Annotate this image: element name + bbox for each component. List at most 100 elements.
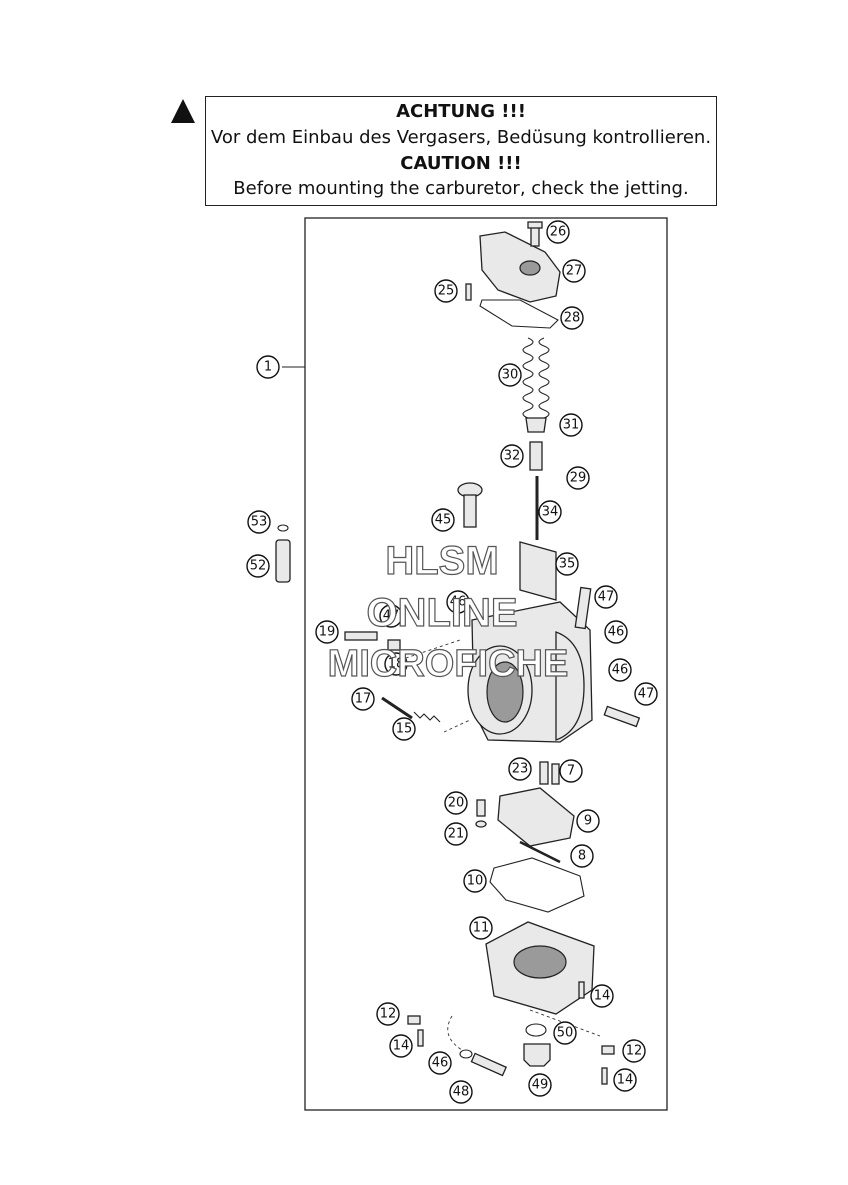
callout-number: 21 [448, 827, 465, 842]
callout-46-mid: 46 [446, 590, 470, 614]
callout-number: 15 [396, 722, 413, 737]
callout-46-bottom: 46 [428, 1051, 452, 1075]
callout-number: 9 [584, 814, 592, 829]
callout-number: 11 [473, 921, 490, 936]
main-jet [551, 763, 560, 785]
vent-hose-upper [574, 586, 592, 630]
mixture-spring [413, 711, 441, 723]
callout-47-left: 47 [379, 604, 403, 628]
clip-right [601, 1045, 615, 1055]
callout-10: 10 [463, 869, 487, 893]
float-clip [475, 820, 487, 828]
caution-box: ACHTUNG !!! Vor dem Einbau des Vergasers… [205, 96, 717, 206]
vent-hose-right [603, 705, 641, 728]
callout-number: 26 [550, 225, 567, 240]
callout-number: 32 [504, 449, 521, 464]
caution-text-de: Vor dem Einbau des Vergasers, Bedüsung k… [210, 127, 712, 148]
callout-number: 34 [542, 505, 559, 520]
carburetor-body [467, 601, 593, 743]
throttle-spring [522, 337, 550, 419]
svg-text:MICROFICHE: MICROFICHE [328, 643, 569, 685]
callout-29: 29 [566, 466, 590, 490]
callout-18: 18 [384, 652, 408, 676]
spring-seat [525, 417, 547, 433]
callout-number: 47 [598, 590, 615, 605]
carb-top-cap [479, 231, 561, 303]
callout-21: 21 [444, 822, 468, 846]
callout-number: 46 [450, 595, 467, 610]
caution-text-en: Before mounting the carburetor, check th… [233, 178, 689, 199]
callout-14-right: 14 [590, 984, 614, 1008]
callout-7: 7 [559, 759, 583, 783]
svg-text:ONLINE: ONLINE [366, 591, 517, 635]
callout-number: 23 [512, 762, 529, 777]
drain-plug [523, 1043, 551, 1067]
callout-number: 14 [393, 1039, 410, 1054]
callout-17: 17 [351, 687, 375, 711]
callout-34: 34 [538, 500, 562, 524]
callout-number: 31 [563, 418, 580, 433]
small-o-ring [277, 524, 289, 532]
callout-15: 15 [392, 717, 416, 741]
callout-12-right: 12 [622, 1039, 646, 1063]
callout-number: 27 [566, 264, 583, 279]
callout-number: 52 [250, 559, 267, 574]
mixture-screw [381, 696, 413, 720]
callout-28: 28 [560, 306, 584, 330]
callout-number: 25 [438, 284, 455, 299]
float-bowl [485, 921, 595, 1015]
callout-number: 14 [617, 1073, 634, 1088]
callout-19: 19 [315, 620, 339, 644]
cap-screw [465, 283, 472, 301]
bowl-screw-right [578, 981, 585, 999]
callout-47-top: 47 [594, 585, 618, 609]
callout-number: 17 [355, 692, 372, 707]
callout-35: 35 [555, 552, 579, 576]
callout-number: 46 [608, 625, 625, 640]
callout-50: 50 [553, 1021, 577, 1045]
bowl-screw-left [417, 1029, 424, 1047]
cap-tube [275, 539, 291, 583]
hose-clamp [459, 1049, 473, 1059]
callout-number: 47 [638, 687, 655, 702]
callout-31: 31 [559, 413, 583, 437]
callout-number: 48 [453, 1085, 470, 1100]
cap-gasket [479, 299, 559, 329]
callout-48: 48 [449, 1080, 473, 1104]
assembly-frame [304, 217, 668, 1111]
idle-screw [344, 631, 378, 641]
callout-9: 9 [576, 809, 600, 833]
callout-number: 45 [435, 513, 452, 528]
callout-number: 8 [578, 849, 586, 864]
bowl-screw-bottom [601, 1067, 608, 1085]
callout-number: 19 [319, 625, 336, 640]
idle-fitting [387, 639, 401, 651]
callout-26: 26 [546, 220, 570, 244]
callout-number: 10 [467, 874, 484, 889]
drain-o-ring [525, 1023, 547, 1037]
needle-holder [529, 441, 543, 471]
drain-hose [470, 1052, 508, 1077]
callout-53: 53 [247, 510, 271, 534]
callout-number: 53 [251, 515, 268, 530]
throttle-slide [519, 541, 557, 601]
caution-title-en: CAUTION !!! [400, 153, 522, 174]
callout-number: 35 [559, 557, 576, 572]
callout-49: 49 [528, 1073, 552, 1097]
callout-number: 12 [380, 1007, 397, 1022]
callout-number: 12 [626, 1044, 643, 1059]
callout-number: 14 [594, 989, 611, 1004]
adjuster-screw [457, 482, 483, 528]
callout-number: 28 [564, 311, 581, 326]
callout-30: 30 [498, 363, 522, 387]
callout-20: 20 [444, 791, 468, 815]
callout-27: 27 [562, 259, 586, 283]
callout-number: 46 [432, 1056, 449, 1071]
watermark: HLSM ONLINE MICROFICHE [327, 538, 569, 685]
clip-left [407, 1015, 421, 1025]
float-needle [476, 799, 486, 817]
callout-23: 23 [508, 757, 532, 781]
float [497, 787, 575, 847]
float-bowl-gasket [489, 857, 585, 913]
